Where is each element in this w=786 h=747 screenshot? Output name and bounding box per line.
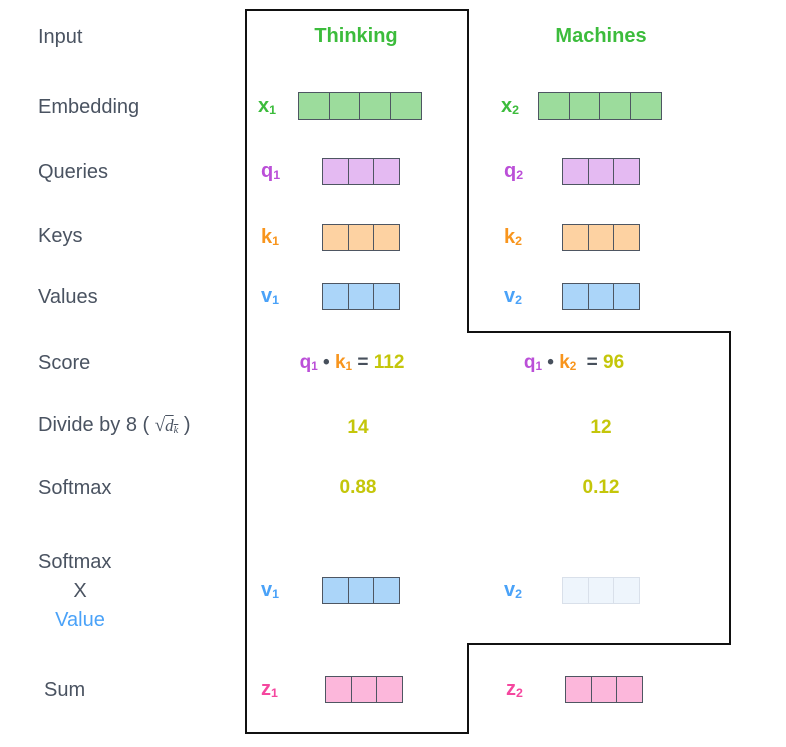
sqrt-dk: dk <box>165 416 179 436</box>
score-equation-2: q1 • k2 = 96 <box>524 352 624 374</box>
row-label-divide: Divide by 8 ( √dk ) <box>38 414 191 437</box>
divide-suffix: ) <box>183 414 191 436</box>
score2-value: 96 <box>603 352 625 373</box>
column-header-thinking: Thinking <box>314 25 398 47</box>
k1-vector-bar <box>322 224 400 251</box>
q1-vector-bar <box>322 158 400 185</box>
vector-cell <box>322 224 349 251</box>
vector-cell <box>562 224 589 251</box>
vector-cell <box>562 283 589 310</box>
z1-vector-bar <box>325 676 403 703</box>
x2-label: x2 <box>501 95 520 117</box>
vector-cell <box>565 676 592 703</box>
softmax-x-value-line1: Softmax <box>38 551 112 573</box>
vector-cell <box>613 283 640 310</box>
z1-label: z1 <box>261 678 278 700</box>
sqrt-sign: √ <box>154 415 166 436</box>
vector-cell <box>328 92 361 120</box>
vector-cell <box>373 283 400 310</box>
score2-q: q1 <box>523 352 542 373</box>
vector-cell <box>322 577 349 604</box>
softmax-value-1: 0.88 <box>339 477 377 498</box>
v1-weighted-vector-bar <box>322 577 400 604</box>
vector-cell <box>629 92 662 120</box>
vector-cell <box>587 224 615 251</box>
x1-label: x1 <box>258 95 277 117</box>
v2-vector-bar <box>562 283 640 310</box>
vector-cell <box>359 92 392 120</box>
vector-cell <box>538 92 571 120</box>
vector-cell <box>322 283 349 310</box>
row-label-embedding: Embedding <box>38 96 140 118</box>
divide-value-2: 12 <box>590 417 612 438</box>
vector-cell <box>613 577 640 604</box>
vector-cell <box>325 676 352 703</box>
vector-cell <box>347 158 375 185</box>
vector-cell <box>373 158 400 185</box>
divide-value-1: 14 <box>347 417 369 438</box>
vector-cell <box>599 92 632 120</box>
score1-value: 112 <box>373 352 405 373</box>
vector-cell <box>373 577 400 604</box>
v2-label: v2 <box>504 285 523 307</box>
k2-label: k2 <box>504 226 523 248</box>
vector-cell <box>298 92 331 120</box>
softmax-x-value-line2: X <box>73 580 87 602</box>
vector-cell <box>587 577 615 604</box>
vector-cell <box>347 577 375 604</box>
row-label-softmax: Softmax <box>38 477 112 499</box>
vector-cell <box>616 676 643 703</box>
row-label-values: Values <box>38 286 98 308</box>
v2-weighted-label: v2 <box>504 579 523 601</box>
v1-vector-bar <box>322 283 400 310</box>
dot-product-icon: • <box>323 352 330 373</box>
row-label-keys: Keys <box>38 225 83 247</box>
q1-label: q1 <box>261 160 281 182</box>
score1-q: q1 <box>299 352 318 373</box>
vector-cell <box>568 92 601 120</box>
score-equation-1: q1 • k1 = 112 <box>300 352 405 374</box>
vector-cell <box>347 224 375 251</box>
row-label-input: Input <box>38 26 83 48</box>
k1-label: k1 <box>261 226 280 248</box>
score1-k: k1 <box>334 352 353 373</box>
dot-product-icon: • <box>547 352 554 373</box>
vector-cell <box>376 676 403 703</box>
vector-cell <box>613 158 640 185</box>
v1-weighted-label: v1 <box>261 579 280 601</box>
softmax-x-value-line3: Value <box>55 609 105 631</box>
q2-vector-bar <box>562 158 640 185</box>
vector-cell <box>389 92 422 120</box>
divide-prefix: Divide by 8 ( <box>38 414 150 436</box>
z2-label: z2 <box>506 678 523 700</box>
v2-weighted-vector-bar-faded <box>562 577 640 604</box>
vector-cell <box>562 577 589 604</box>
row-label-sum: Sum <box>44 679 86 701</box>
k2-vector-bar <box>562 224 640 251</box>
vector-cell <box>613 224 640 251</box>
score2-k: k2 <box>559 352 577 373</box>
vector-cell <box>350 676 378 703</box>
vector-cell <box>590 676 618 703</box>
vector-cell <box>347 283 375 310</box>
z2-vector-bar <box>565 676 643 703</box>
x2-vector-bar <box>538 92 662 120</box>
q2-label: q2 <box>504 160 524 182</box>
vector-cell <box>322 158 349 185</box>
vector-cell <box>373 224 400 251</box>
v1-label: v1 <box>261 285 280 307</box>
vector-cell <box>562 158 589 185</box>
x1-vector-bar <box>298 92 422 120</box>
row-label-score: Score <box>38 352 91 374</box>
row-label-queries: Queries <box>38 161 109 183</box>
score2-equals: = <box>586 352 598 373</box>
row-label-softmax-x-value: Softmax X Value <box>38 548 122 635</box>
column-header-machines: Machines <box>555 25 647 47</box>
score1-equals: = <box>357 352 369 373</box>
vector-cell <box>587 158 615 185</box>
softmax-value-2: 0.12 <box>582 477 620 498</box>
vector-cell <box>587 283 615 310</box>
